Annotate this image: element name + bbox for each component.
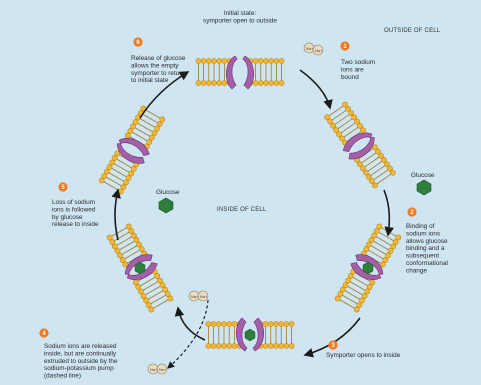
unit-initial [196,56,284,89]
unit-step-6 [98,105,166,195]
step-caption-line: (dashed line) [44,373,81,380]
glucose-inside-label: Glucose [156,189,180,196]
arrow-initial-to-1 [300,70,330,108]
step-caption-line: allows the empty [131,62,179,69]
step-caption-line: by glucose [52,214,83,221]
step-caption-line: inside, but are continually [44,350,117,357]
arrow-3-to-4 [178,308,205,340]
step-caption-line: release to inside [52,221,99,228]
unit-step-1-membrane-right [353,144,396,189]
step-caption-line: Binding of [406,223,435,230]
svg-text:Na+: Na+ [200,294,208,299]
step-caption-line: symporter open to outside [203,17,277,24]
glucose-inside: Glucose [156,189,180,213]
arrow-1-to-2 [384,190,389,235]
step-caption-line: ions is followed [52,206,96,213]
svg-text:Na+: Na+ [306,46,314,51]
step-caption-line: Symporter opens to inside [326,352,401,359]
sodium-pair-extruded: Na+ Na+ [148,364,167,374]
glucose-outside-label: Glucose [411,172,435,179]
step-caption-line: bound [341,74,359,81]
step-caption-line: Two sodium [341,59,375,66]
glucose-inside-shape [159,198,173,213]
step-caption-line: Loss of sodium [52,199,95,206]
step-caption-line: sodium ions [406,230,440,237]
membrane-units [98,56,402,351]
unit-initial-protein [226,56,253,89]
arrow-sodium-extrusion [168,300,208,368]
step-caption-line: allows glucose [406,238,448,245]
step-caption-line: extruded to outside by the [44,358,118,365]
step-caption-line: sodium-potassium pump [44,365,114,372]
step-caption-line: subsequent [406,253,439,260]
step-caption-line: Release of glucose [131,55,186,62]
glucose-outside: Glucose [411,172,435,195]
step-caption-line: to initial state [131,77,169,84]
unit-step-1 [324,101,397,189]
svg-text:Na+: Na+ [150,367,158,372]
step-caption-line: Initial state: [224,10,257,17]
step-caption-line: ions are [341,66,364,73]
outside-cell-label: OUTSIDE OF CELL [384,28,441,34]
svg-text:Na+: Na+ [315,48,323,53]
svg-text:Na+: Na+ [159,367,167,372]
bound-glucose-1 [245,329,255,341]
step-caption-line: Sodium ions are released [44,343,117,350]
step-caption-line: binding and a [406,245,445,252]
inside-cell-label: INSIDE OF CELL [217,207,267,213]
svg-text:Na+: Na+ [191,294,199,299]
sodium-pair-outside: Na+ Na+ [304,43,323,55]
step-caption-line: conformational [406,260,448,267]
step-caption-line: symporter to return [131,70,185,77]
step-initial: Initial state:symporter open to outside [203,10,277,24]
glucose-outside-shape [417,180,431,195]
sodium-pair-released: Na+ Na+ [189,291,208,301]
step-caption-line: change [406,267,427,274]
